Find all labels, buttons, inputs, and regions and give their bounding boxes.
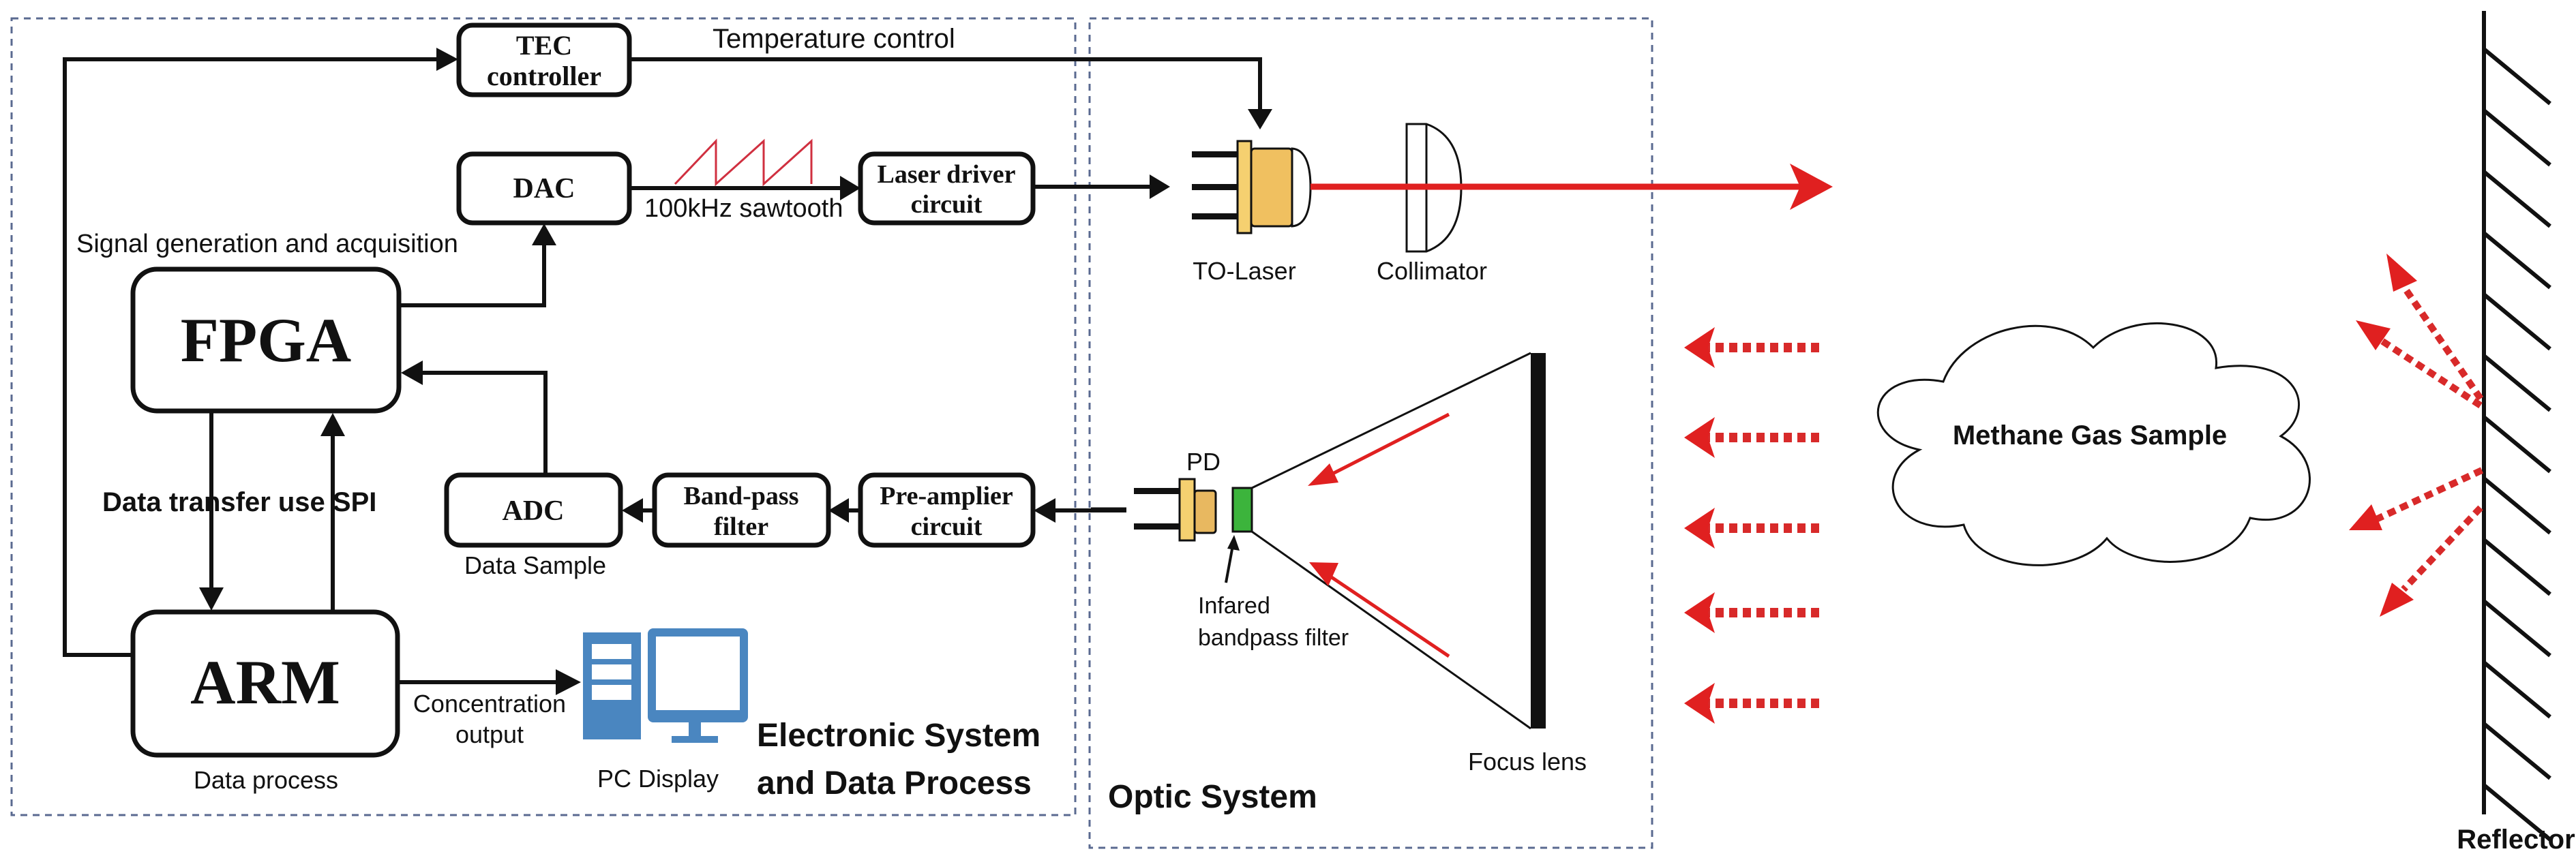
photodiode-icon (1091, 478, 1217, 542)
laser-beam-arrowhead (1790, 164, 1833, 210)
band-pass-filter-block: Band-pass filter (652, 472, 831, 548)
electronic-system-title: Electronic System (757, 718, 1040, 754)
return-arrow (1684, 683, 1819, 724)
reflector-hatch (2483, 108, 2551, 167)
svg-text:ADC: ADC (503, 495, 565, 527)
reflector-hatch (2483, 783, 2551, 842)
reflector-hatch (2483, 599, 2551, 658)
return-arrow (1684, 592, 1819, 633)
reflector-hatch (2483, 47, 2551, 106)
svg-text:FPGA: FPGA (181, 305, 351, 375)
collimator-label: Collimator (1377, 257, 1487, 285)
arm-block: ARM (130, 609, 400, 758)
svg-text:ARM: ARM (190, 647, 340, 717)
svg-text:controller: controller (487, 61, 601, 91)
optic-system-frame (1088, 17, 1653, 849)
reflector (2482, 11, 2551, 842)
sawtooth-label: 100kHz sawtooth (644, 194, 843, 223)
connections (63, 48, 1272, 695)
data-sample-label: Data Sample (464, 551, 606, 579)
reflector-label: Reflector (2457, 825, 2575, 855)
concentration-output-label: Concentration (413, 690, 566, 718)
tec-controller-block: TEC controller (456, 22, 632, 97)
laser-driver-block: Laser driver circuit (858, 151, 1036, 226)
to-laser-label: TO-Laser (1193, 257, 1296, 285)
adc-block: ADC (444, 472, 623, 548)
infrared-filter-label-line2: bandpass filter (1198, 625, 1349, 651)
infrared-filter-label: Infared (1198, 593, 1270, 619)
reflector-hatch (2483, 538, 2551, 596)
svg-text:Laser driver: Laser driver (878, 160, 1016, 189)
return-arrow (1684, 508, 1819, 549)
focus-lens-label: Focus lens (1468, 748, 1587, 776)
scattered-light-arrows (2349, 254, 2484, 617)
sawtooth-waveform-icon (674, 138, 813, 187)
signal-generation-label: Signal generation and acquisition (76, 230, 458, 258)
svg-text:DAC: DAC (513, 173, 575, 204)
spi-label: Data transfer use SPI (102, 487, 376, 517)
return-arrow (1684, 417, 1819, 458)
infrared-bandpass-filter (1231, 487, 1253, 533)
return-arrow (1684, 327, 1819, 368)
svg-text:TEC: TEC (516, 30, 572, 61)
svg-text:circuit: circuit (911, 190, 983, 219)
computer-icon (583, 628, 748, 743)
reflector-hatch (2483, 660, 2551, 719)
focus-lens (1251, 352, 1546, 730)
pd-label: PD (1186, 448, 1220, 476)
concentration-output-label-line2: output (455, 720, 524, 748)
reflector-hatch (2483, 354, 2551, 412)
electronic-system-frame (10, 17, 1077, 816)
pre-amplifier-block: Pre-amplier circuit (858, 472, 1036, 548)
pc-display-label: PC Display (597, 765, 719, 793)
methane-gas-cloud (1876, 322, 2311, 566)
reflector-hatch (2483, 292, 2551, 351)
reflector-hatch (2483, 722, 2551, 780)
data-process-label: Data process (194, 766, 338, 794)
reflector-hatch (2483, 170, 2551, 228)
dac-block: DAC (456, 151, 632, 226)
methane-gas-label: Methane Gas Sample (1953, 420, 2227, 450)
temperature-control-label: Temperature control (713, 24, 955, 54)
svg-text:Pre-amplier: Pre-amplier (880, 482, 1013, 510)
returning-light-arrows (1684, 327, 1819, 724)
reflector-hatch (2483, 231, 2551, 290)
to-laser-icon (1192, 140, 1312, 234)
reflector-hatch (2483, 415, 2551, 474)
fpga-block: FPGA (130, 266, 402, 414)
svg-text:filter: filter (714, 512, 768, 541)
electronic-system-title-line2: and Data Process (757, 765, 1032, 801)
reflector-hatch (2483, 476, 2551, 535)
svg-text:circuit: circuit (911, 512, 983, 541)
optic-system-title: Optic System (1108, 779, 1317, 815)
svg-text:Band-pass: Band-pass (684, 482, 799, 510)
